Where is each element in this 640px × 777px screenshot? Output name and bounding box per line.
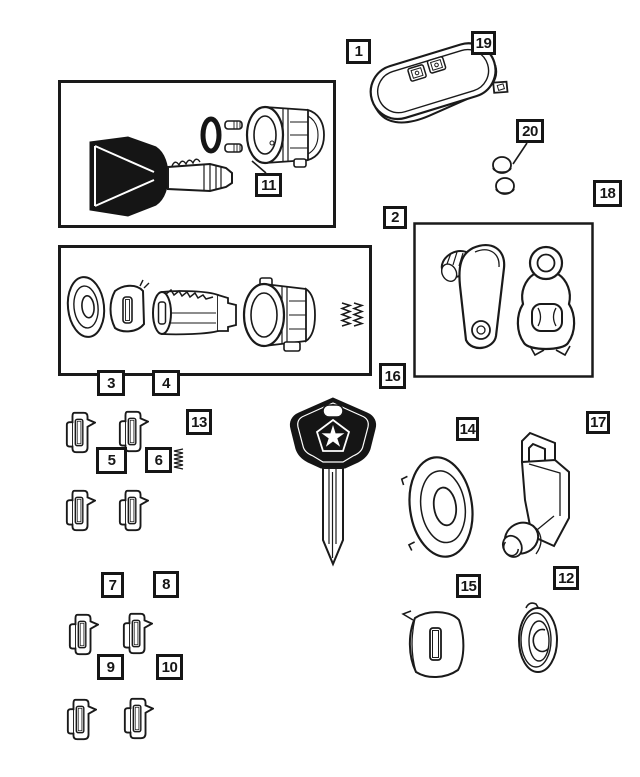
lock-levers-figure [413, 222, 594, 378]
callout-6[interactable]: 6 [145, 447, 172, 473]
ignition-lock-cylinder-assembly-figure [58, 80, 336, 228]
callout-5[interactable]: 5 [96, 447, 127, 474]
lock-actuator-figure [492, 428, 587, 568]
callout-14[interactable]: 14 [456, 417, 479, 441]
callout-20[interactable]: 20 [516, 119, 544, 143]
callout-3[interactable]: 3 [97, 370, 125, 396]
callout-11[interactable]: 11 [255, 173, 282, 197]
callout-12[interactable]: 12 [553, 566, 579, 590]
callout-8[interactable]: 8 [153, 571, 179, 598]
tumbler-clip-figure [67, 611, 99, 658]
tumbler-clip-figure [64, 487, 96, 534]
transmitter-case-figure [358, 40, 510, 128]
callout-7[interactable]: 7 [101, 572, 124, 598]
callout-17[interactable]: 17 [586, 411, 610, 434]
callout-2[interactable]: 2 [383, 206, 407, 229]
lock-pad-figure [398, 603, 468, 683]
callout-4[interactable]: 4 [152, 370, 180, 396]
tumbler-spring-figure [171, 447, 185, 473]
transmitter-buttons-figure [490, 155, 520, 197]
tumbler-clip-figure [65, 696, 97, 743]
callout-16[interactable]: 16 [379, 363, 406, 389]
key-blank-figure [283, 392, 383, 577]
tumbler-clip-figure [64, 409, 96, 456]
lock-cylinder-repair-kit-figure [58, 245, 372, 376]
callout-19[interactable]: 19 [471, 31, 496, 55]
callout-10[interactable]: 10 [156, 654, 183, 680]
tumbler-clip-figure [122, 695, 154, 742]
tumbler-clip-figure [121, 610, 153, 657]
coil-spring-figure [512, 598, 562, 676]
callout-1[interactable]: 1 [346, 39, 371, 64]
callout-9[interactable]: 9 [97, 654, 124, 680]
callout-13[interactable]: 13 [186, 409, 212, 435]
callout-18[interactable]: 18 [593, 180, 622, 207]
tumbler-clip-figure [117, 487, 149, 534]
bezel-ring-figure [400, 450, 480, 564]
callout-15[interactable]: 15 [456, 574, 481, 598]
